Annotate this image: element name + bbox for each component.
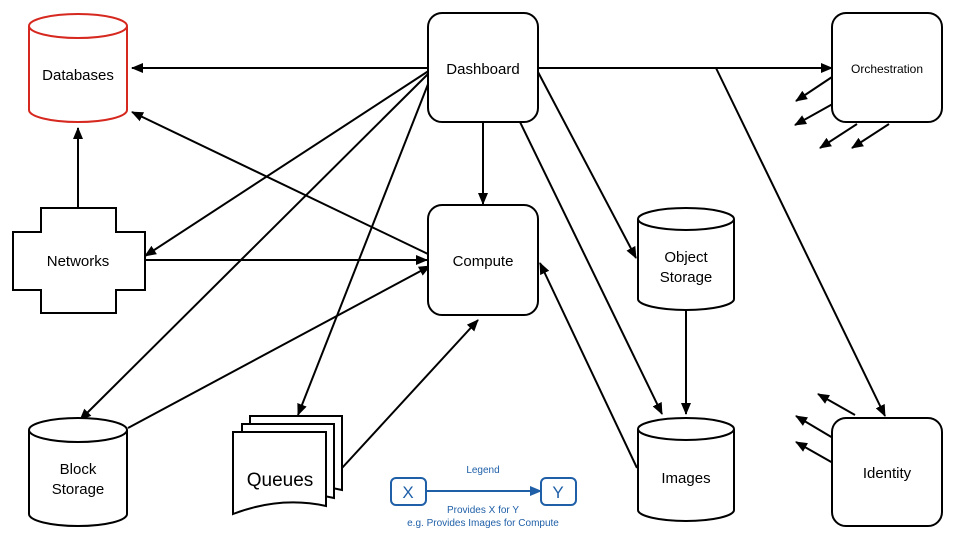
legend-y-label: Y xyxy=(552,483,563,502)
legend: Legend X Y Provides X for Y e.g. Provide… xyxy=(390,465,577,529)
legend-caption-line1: Provides X for Y xyxy=(447,505,519,516)
compute-label: Compute xyxy=(453,253,514,270)
edge-images-compute xyxy=(539,262,638,469)
edge-orchestration-stub xyxy=(795,76,833,102)
block-storage-node: Block Storage xyxy=(28,417,128,527)
edges xyxy=(73,63,890,469)
edge-dashboard-block-storage xyxy=(79,71,431,421)
edge-identity-stub xyxy=(817,393,856,416)
images-label: Images xyxy=(661,470,710,487)
edge-dashboard-images xyxy=(519,121,663,415)
networks-label: Networks xyxy=(47,253,110,270)
orchestration-node: Orchestration xyxy=(831,12,943,123)
legend-x-label: X xyxy=(402,483,413,502)
edge-identity-stub xyxy=(795,441,834,464)
object-storage-label-line2: Storage xyxy=(660,269,713,286)
identity-node: Identity xyxy=(831,417,943,527)
dashboard-label: Dashboard xyxy=(446,61,519,78)
edge-block-storage-compute xyxy=(127,265,431,429)
block-storage-label-line1: Block xyxy=(60,461,97,478)
edge-orchestration-stub xyxy=(851,123,890,149)
queues-node: Queues xyxy=(232,415,343,516)
edge-dashboard-networks xyxy=(144,69,431,257)
edge-dashboard-object-storage xyxy=(537,71,637,259)
queues-label: Queues xyxy=(247,470,314,491)
networks-node: Networks xyxy=(12,207,146,314)
edge-dashboard-identity xyxy=(715,67,886,417)
edge-identity-stub xyxy=(795,415,834,439)
legend-title: Legend xyxy=(466,465,499,476)
compute-node: Compute xyxy=(427,204,539,316)
identity-label: Identity xyxy=(863,465,912,482)
edge-orchestration-stub xyxy=(794,100,839,126)
edge-orchestration-stub xyxy=(819,123,858,149)
edge-dashboard-queues xyxy=(297,73,433,416)
edge-compute-databases xyxy=(131,111,429,255)
object-storage-label-line1: Object xyxy=(664,249,708,266)
legend-y-box xyxy=(540,477,577,506)
object-storage-node: Object Storage xyxy=(637,207,735,311)
databases-node: Databases xyxy=(28,13,128,123)
dashboard-node: Dashboard xyxy=(427,12,539,123)
orchestration-label: Orchestration xyxy=(851,62,923,76)
edge-queues-compute xyxy=(341,319,479,469)
databases-label: Databases xyxy=(42,67,114,84)
legend-caption-line2: e.g. Provides Images for Compute xyxy=(407,518,559,529)
block-storage-label-line2: Storage xyxy=(52,481,105,498)
images-node: Images xyxy=(637,417,735,522)
